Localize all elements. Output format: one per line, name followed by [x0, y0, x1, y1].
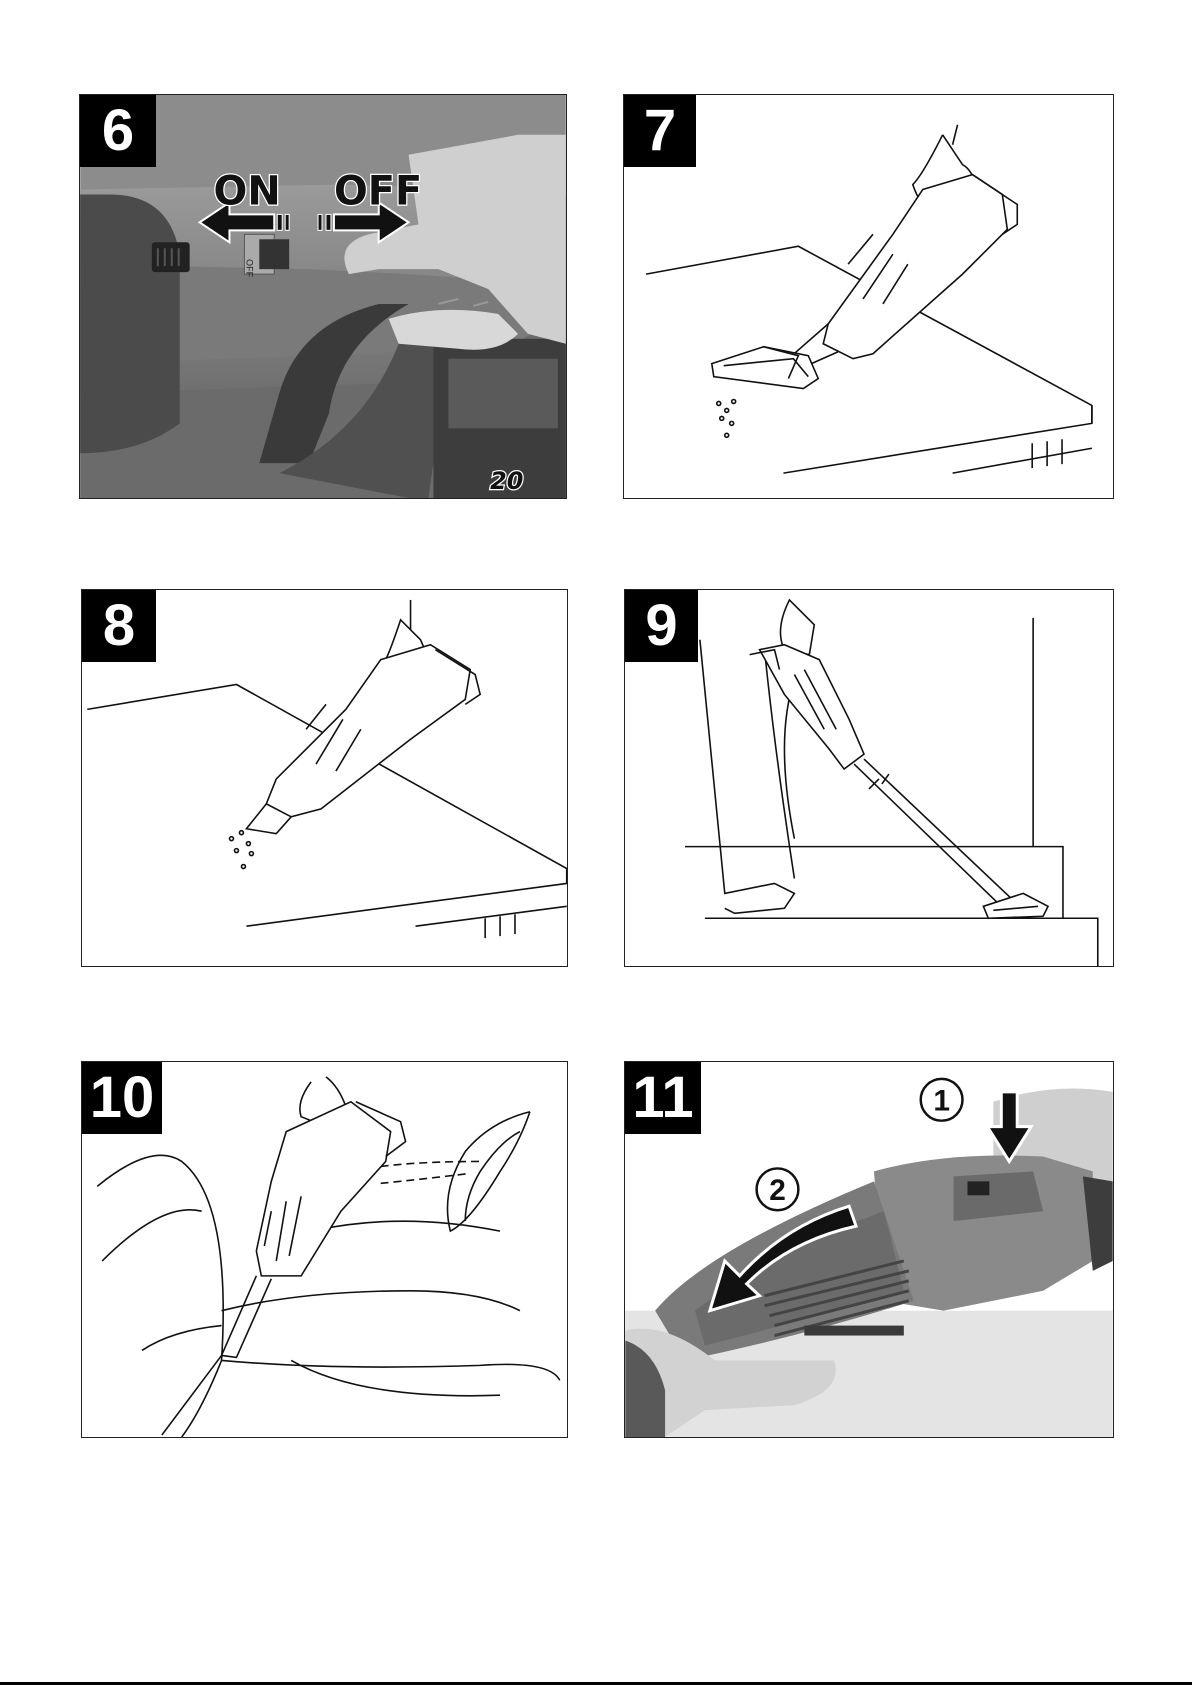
on-label: ON	[214, 168, 281, 214]
figure-number: 11	[625, 1062, 701, 1134]
switch-off-label: OFF	[244, 259, 254, 277]
battery-label: 20	[490, 467, 523, 495]
floor-nozzle-illustration	[624, 95, 1113, 498]
figure-number: 6	[80, 95, 156, 167]
figure-number: 8	[82, 590, 156, 662]
figure-7: 7	[623, 94, 1114, 499]
figure-10: 10	[81, 1061, 568, 1438]
step-1-callout: 1	[933, 1085, 950, 1118]
figure-11: 11 1 2	[624, 1061, 1114, 1438]
step-2-callout: 2	[769, 1174, 786, 1207]
stair-cleaning-illustration	[625, 590, 1113, 966]
figure-8: 8	[81, 589, 568, 967]
figure-number: 9	[625, 590, 698, 662]
figure-9: 9	[624, 589, 1114, 967]
figure-number: 10	[82, 1062, 162, 1134]
figure-6: 6 20 OFF	[79, 94, 567, 499]
figure-number: 7	[624, 95, 696, 167]
off-label: OFF	[334, 168, 422, 214]
